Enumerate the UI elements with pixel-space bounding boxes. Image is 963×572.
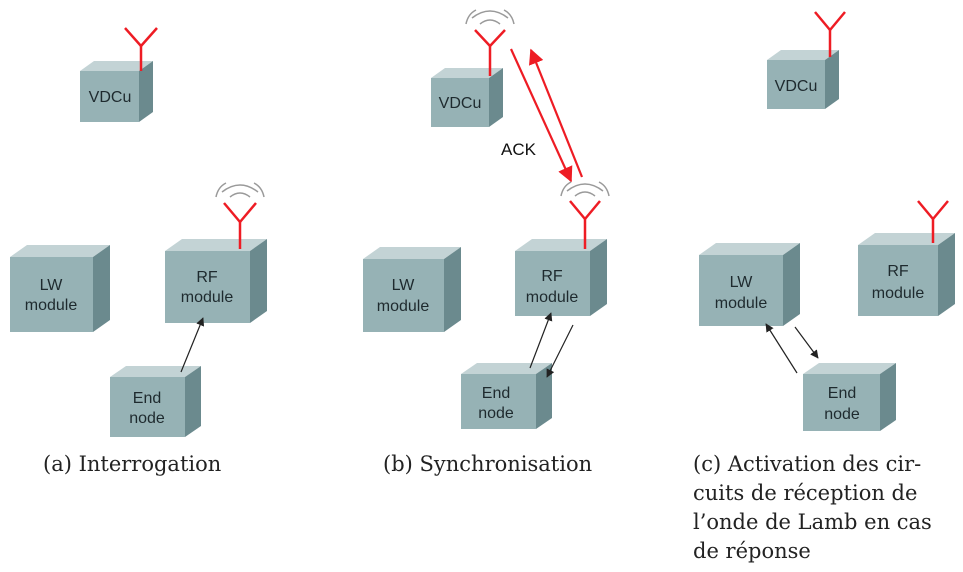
vdcu-antenna <box>124 27 158 71</box>
vdcu-box: VDCu <box>80 61 153 122</box>
lw-label-line2: module <box>25 297 78 314</box>
arrow-end-to-rf <box>529 312 553 369</box>
rf-label-line2: module <box>872 285 925 302</box>
end-node-box: End node <box>803 363 896 431</box>
caption-c: (c) Activation des cir- cuits de récepti… <box>693 450 955 566</box>
vdcu-label: VDCu <box>775 78 818 95</box>
rf-antenna <box>917 200 949 243</box>
vdcu-antenna <box>814 11 846 57</box>
end-label-line1: End <box>482 385 510 402</box>
lw-label-line1: LW <box>392 277 416 294</box>
lw-module-box: LW module <box>10 245 110 332</box>
lw-module-box: LW module <box>699 243 800 326</box>
figure-c: VDCu LW module RF module <box>699 11 955 431</box>
ack-label: ACK <box>501 140 537 159</box>
end-label-line2: node <box>129 410 165 427</box>
figure-a: VDCu LW module RF module <box>10 27 267 437</box>
figure-b: VDCu ACK LW module <box>363 9 610 429</box>
rf-label-line2: module <box>526 289 579 306</box>
end-node-box: End node <box>461 363 552 429</box>
rf-module-box: RF module <box>515 239 607 316</box>
rf-signal-waves <box>560 181 610 197</box>
vdcu-box: VDCu <box>767 50 839 109</box>
end-label-line1: End <box>828 385 856 402</box>
caption-c-line4: de réponse <box>693 539 811 563</box>
vdcu-signal-waves <box>465 9 515 25</box>
caption-c-line1: (c) Activation des cir- <box>693 452 922 476</box>
lw-label-line2: module <box>377 298 430 315</box>
caption-a: (a) Interrogation <box>43 452 222 476</box>
lw-module-box: LW module <box>363 247 461 332</box>
end-label-line2: node <box>478 405 514 422</box>
arrow-end-to-rf <box>180 317 205 373</box>
lw-label-line1: LW <box>730 274 754 291</box>
rf-label-line1: RF <box>196 269 218 286</box>
rf-module-box: RF module <box>165 239 267 323</box>
rf-signal-waves <box>215 182 265 198</box>
vdcu-label: VDCu <box>439 95 482 112</box>
arrow-rf-to-end <box>546 324 574 378</box>
vdcu-antenna <box>474 29 506 76</box>
rf-label-line2: module <box>181 289 234 306</box>
radio-link-up <box>529 48 584 178</box>
rf-label-line1: RF <box>541 268 563 285</box>
caption-b: (b) Synchronisation <box>383 452 593 476</box>
end-label-line2: node <box>824 406 860 423</box>
end-node-box: End node <box>110 366 201 437</box>
rf-antenna <box>569 200 601 249</box>
rf-label-line1: RF <box>887 263 909 280</box>
arrow-end-to-lw <box>765 323 798 374</box>
rf-antenna <box>223 202 257 249</box>
rf-module-box: RF module <box>858 233 955 316</box>
vdcu-box: VDCu <box>431 68 503 127</box>
lw-label-line2: module <box>715 295 768 312</box>
caption-c-line3: l’onde de Lamb en cas <box>693 510 932 534</box>
vdcu-label: VDCu <box>89 89 132 106</box>
radio-link-down <box>509 48 573 183</box>
end-label-line1: End <box>133 390 161 407</box>
lw-label-line1: LW <box>40 277 64 294</box>
arrow-lw-to-end <box>794 326 819 359</box>
caption-c-line2: cuits de réception de <box>693 481 918 505</box>
